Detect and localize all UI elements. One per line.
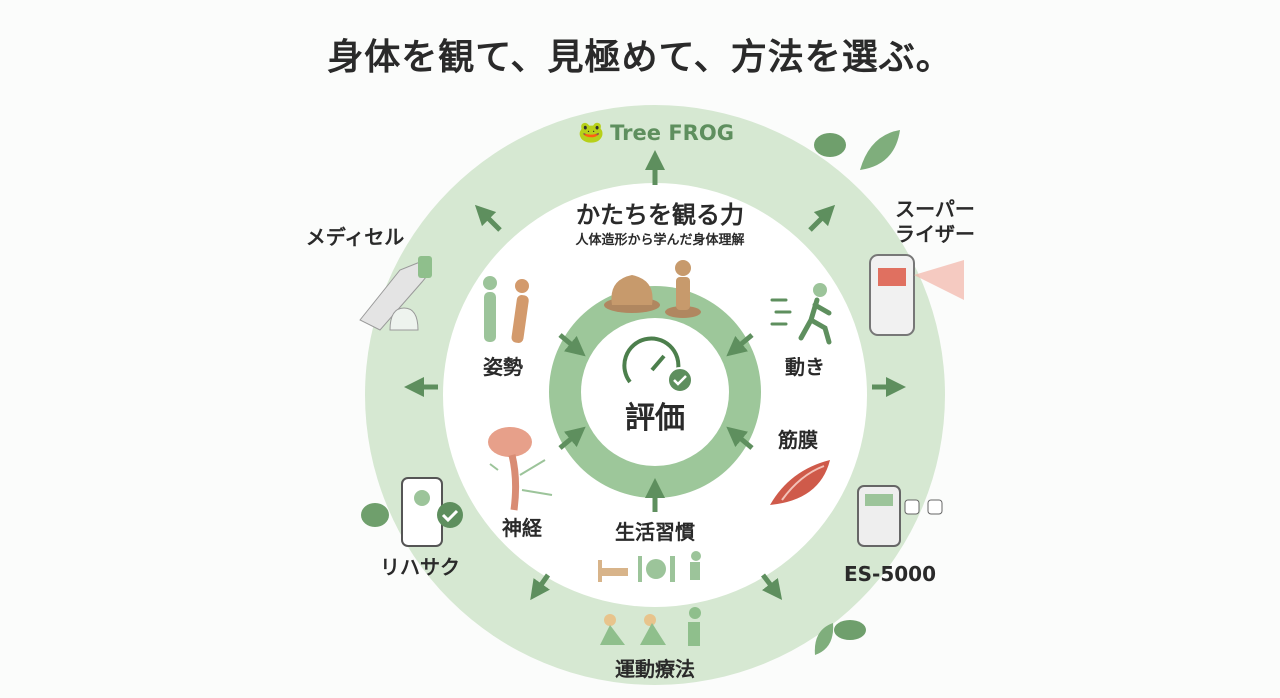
- item-posture: 姿勢: [483, 355, 523, 379]
- inner-heading: かたちを観る力: [576, 201, 744, 229]
- method-exercise: 運動療法: [615, 657, 695, 681]
- superlizer-line1: スーパー: [895, 197, 975, 221]
- medicell-device-icon: [359, 256, 432, 331]
- page-title: 身体を観て、見極めて、方法を選ぶ。: [327, 37, 953, 78]
- superlizer-line2: ライザー: [895, 222, 975, 246]
- brand-logo: 🐸 Tree FROG: [578, 120, 734, 145]
- frog-decoration-icon: [361, 133, 866, 640]
- gauge-icon: [622, 336, 693, 393]
- item-movement: 動き: [785, 355, 825, 379]
- brand-name: Tree FROG: [610, 120, 734, 145]
- method-superlizer: スーパー ライザー: [895, 197, 975, 247]
- es5000-device-icon: [857, 485, 943, 547]
- frog-logo-icon: 🐸: [578, 120, 605, 144]
- center-circle: [581, 318, 729, 466]
- muscle-icon: [770, 460, 830, 505]
- leaf-decoration-icon: [814, 130, 900, 655]
- center-label-evaluation: 評価: [625, 401, 685, 436]
- inward-arrows: [558, 333, 754, 512]
- posture-icon: [483, 276, 529, 343]
- method-medicell: メディセル: [305, 225, 405, 249]
- running-icon: [770, 283, 832, 345]
- exercise-icons: [600, 607, 701, 646]
- brain-nerve-icon: [488, 427, 553, 511]
- method-es5000: ES-5000: [843, 562, 937, 586]
- sculpture-icon: [604, 260, 701, 318]
- item-nerve: 神経: [502, 516, 542, 540]
- superlizer-device-icon: [869, 254, 964, 336]
- lifestyle-icons: [598, 551, 701, 582]
- rehasaku-app-icon: [401, 477, 463, 547]
- item-lifestyle: 生活習慣: [615, 520, 695, 544]
- inner-subheading: 人体造形から学んだ身体理解: [575, 233, 745, 248]
- outward-arrows: [404, 150, 906, 601]
- method-rehasaku: リハサク: [380, 555, 460, 579]
- item-fascia: 筋膜: [778, 428, 818, 452]
